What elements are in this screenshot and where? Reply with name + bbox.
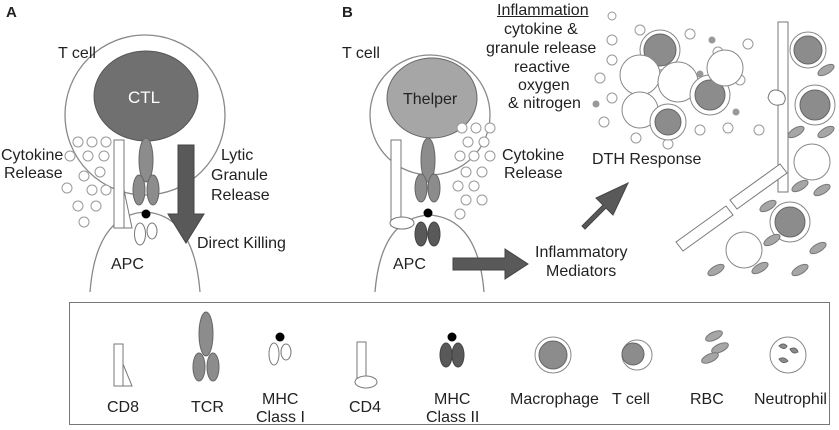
blood-vessel <box>675 21 789 252</box>
legend-mhc-class-ii-icon <box>439 332 465 368</box>
panel-b-mhc-class-ii <box>414 208 441 247</box>
legend-mhc2-line1: MHC <box>434 391 471 408</box>
lytic-arrow <box>167 144 205 244</box>
legend-mhc1-line1: MHC <box>262 391 299 408</box>
panel-b-cell-name: Thelper <box>403 91 458 108</box>
rbc-cluster <box>707 63 835 277</box>
inflammation-line2: granule release <box>486 40 597 57</box>
panel-a-mhc-class-i <box>134 209 158 246</box>
panel-b-cd4 <box>389 139 415 230</box>
legend-cd8-icon <box>113 343 133 387</box>
panel-b-tcell-label: T cell <box>342 45 380 62</box>
panel-a-cell-name: CTL <box>128 88 161 107</box>
panel-a-cytokine-line1: Cytokine <box>1 147 64 164</box>
inflammation-line4: oxygen <box>518 77 570 94</box>
legend-tcell-label: T cell <box>612 391 650 408</box>
legend-macrophage-label: Macrophage <box>510 391 599 408</box>
legend-rbc-icon <box>701 330 729 364</box>
panel-b-cytokine-line1: Cytokine <box>502 147 565 164</box>
lytic-line3: Release <box>211 187 270 204</box>
panel-a-tcell-label: T cell <box>58 45 96 62</box>
legend-tcell-icon <box>621 339 653 371</box>
panel-a-cytokine-dots <box>61 136 112 228</box>
panel-b-cytokine-line2: Release <box>504 165 563 182</box>
panel-b-cytokine-dots <box>452 122 496 220</box>
legend-mhc1-line2: Class I <box>256 409 305 426</box>
inflammation-title: Inflammation <box>497 2 589 19</box>
legend-neutrophil-icon <box>769 336 807 374</box>
panel-a-letter: A <box>6 4 17 21</box>
legend-cd4-label: CD4 <box>349 399 382 416</box>
lytic-line1: Lytic <box>221 147 254 164</box>
lytic-line2: Granule <box>211 167 268 184</box>
legend-macrophage-icon <box>534 336 572 374</box>
panel-a-cytokine-line2: Release <box>4 165 63 182</box>
panel-b-tcr <box>414 137 441 203</box>
legend-cd4-icon <box>354 341 378 389</box>
inflammation-line1: cytokine & <box>504 21 578 38</box>
inflammation-line5: & nitrogen <box>508 95 581 112</box>
panel-a-apc-label: APC <box>111 256 144 273</box>
inflammation-cells <box>619 29 744 141</box>
legend-neutrophil-label: Neutrophil <box>754 391 827 408</box>
dth-arrow <box>581 181 630 230</box>
mediators-line1: Inflammatory <box>535 244 628 261</box>
mediators-line2: Mediators <box>546 263 617 280</box>
blood-vessel-cells <box>725 31 836 269</box>
mediators-arrow <box>452 248 529 280</box>
legend-mhc-class-i-icon <box>268 332 292 366</box>
dth-response-label: DTH Response <box>592 151 702 168</box>
legend-rbc-label: RBC <box>690 391 724 408</box>
legend-cd8-label: CD8 <box>107 399 140 416</box>
legend-tcr-icon <box>192 311 220 382</box>
panel-a-cd8 <box>113 139 133 229</box>
direct-killing-label: Direct Killing <box>197 235 286 252</box>
panel-b-apc-label: APC <box>393 256 426 273</box>
legend-mhc2-line2: Class II <box>426 409 480 426</box>
inflammation-line3: reactive <box>514 59 571 76</box>
legend-box <box>69 302 830 425</box>
legend-tcr-label: TCR <box>191 399 224 416</box>
panel-b-letter: B <box>342 4 353 21</box>
panel-a-tcr <box>132 137 160 206</box>
